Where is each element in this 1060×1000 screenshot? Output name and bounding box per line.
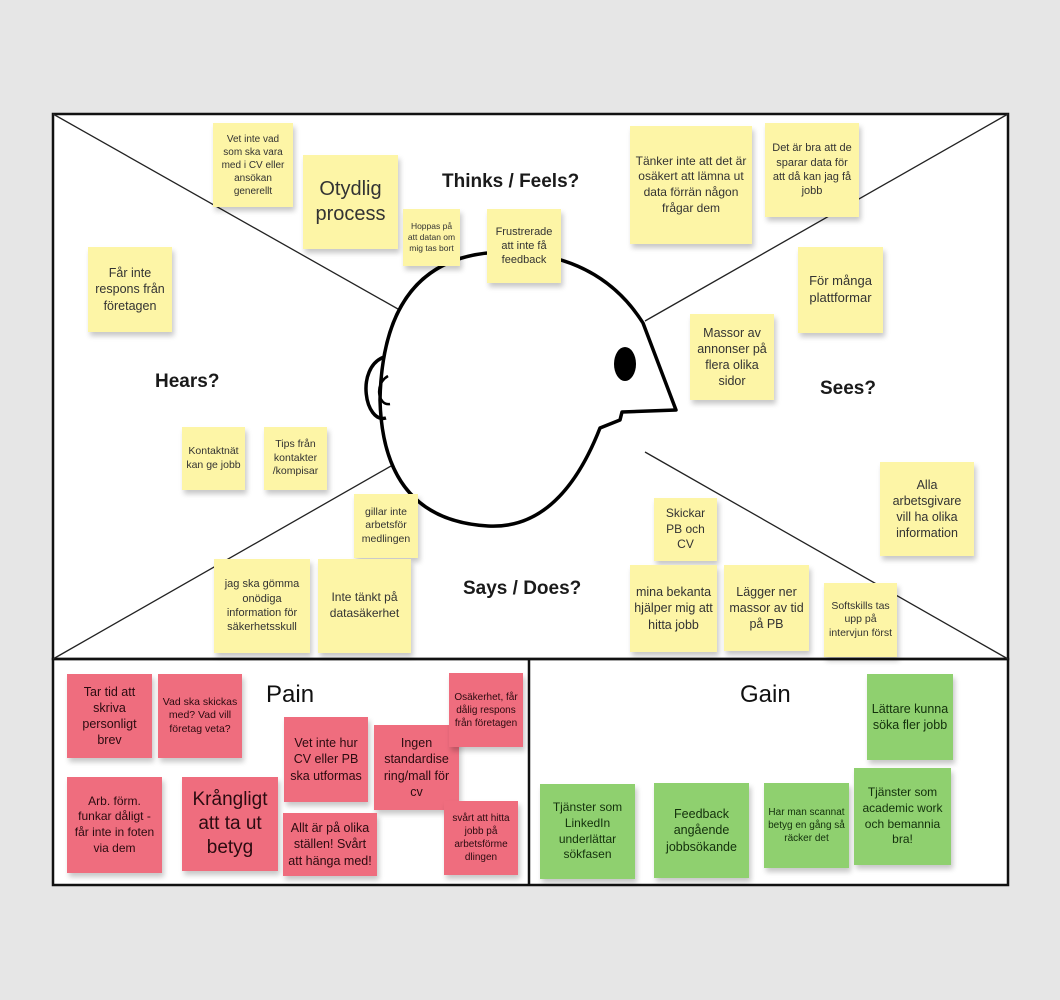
- diagonal-top-right: [644, 113, 1009, 322]
- sticky-note[interactable]: Frustrerade att inte få feedback: [487, 209, 561, 283]
- sticky-note[interactable]: Hoppas på att datan om mig tas bort: [403, 209, 460, 266]
- sticky-note[interactable]: Ingen standardise ring/mall för cv: [374, 725, 459, 810]
- sticky-note[interactable]: Har man scannat betyg en gång så räcker …: [764, 783, 849, 868]
- sticky-note[interactable]: Skickar PB och CV: [654, 498, 717, 561]
- sticky-note[interactable]: Alla arbetsgivare vill ha olika informat…: [880, 462, 974, 556]
- sticky-note[interactable]: Tjänster som LinkedIn underlättar sökfas…: [540, 784, 635, 879]
- sticky-note[interactable]: jag ska gömma onödiga information för sä…: [214, 559, 310, 653]
- sticky-note[interactable]: Tar tid att skriva personligt brev: [67, 674, 152, 758]
- head-icon: [364, 250, 678, 528]
- sticky-note[interactable]: Krångligt att ta ut betyg: [182, 777, 278, 871]
- sticky-note[interactable]: mina bekanta hjälper mig att hitta jobb: [630, 565, 717, 652]
- hears-label: Hears?: [155, 371, 220, 392]
- sticky-note[interactable]: Osäkerhet, får dålig respons från företa…: [449, 673, 523, 747]
- sticky-note[interactable]: Otydlig process: [303, 155, 398, 249]
- sticky-note[interactable]: Lättare kunna söka fler jobb: [867, 674, 953, 760]
- sticky-note[interactable]: Arb. förm. funkar dåligt - får inte in f…: [67, 777, 162, 873]
- diagonal-top-left: [52, 113, 406, 314]
- sticky-note[interactable]: Feedback angående jobbsökande: [654, 783, 749, 878]
- pain-gain-frame: [51, 657, 1010, 887]
- sticky-note[interactable]: För många plattformar: [798, 247, 883, 333]
- gain-label: Gain: [740, 681, 791, 708]
- sticky-note[interactable]: Tjänster som academic work och bemannia …: [854, 768, 951, 865]
- thinks-feels-label: Thinks / Feels?: [442, 171, 580, 192]
- sticky-note[interactable]: Vet inte vad som ska vara med i CV eller…: [213, 123, 293, 207]
- sticky-note[interactable]: Tips från kontakter /kompisar: [264, 427, 327, 490]
- sticky-note[interactable]: Allt är på olika ställen! Svårt att häng…: [283, 813, 377, 876]
- sticky-note[interactable]: Lägger ner massor av tid på PB: [724, 565, 809, 651]
- sticky-note[interactable]: Softskills tas upp på intervjun först: [824, 583, 897, 657]
- pain-label: Pain: [266, 681, 315, 708]
- sticky-note[interactable]: Massor av annonser på flera olika sidor: [690, 314, 774, 400]
- diagonal-bottom-right: [644, 451, 1009, 660]
- sees-label: Sees?: [820, 378, 876, 399]
- sticky-note[interactable]: svårt att hitta jobb på arbetsförme dlin…: [444, 801, 518, 875]
- sticky-note[interactable]: Vet inte hur CV eller PB ska utformas: [284, 717, 368, 802]
- sticky-note[interactable]: Kontaktnät kan ge jobb: [182, 427, 245, 490]
- sticky-note[interactable]: Vad ska skickas med? Vad vill företag ve…: [158, 674, 242, 758]
- sticky-note[interactable]: Får inte respons från företagen: [88, 247, 172, 332]
- says-does-label: Says / Does?: [463, 578, 582, 599]
- sticky-note[interactable]: gillar inte arbetsför medlingen: [354, 494, 418, 558]
- sticky-note[interactable]: Det är bra att de sparar data för att då…: [765, 123, 859, 217]
- sticky-note[interactable]: Tänker inte att det är osäkert att lämna…: [630, 126, 752, 244]
- sticky-note[interactable]: Inte tänkt på datasäkerhet: [318, 559, 411, 653]
